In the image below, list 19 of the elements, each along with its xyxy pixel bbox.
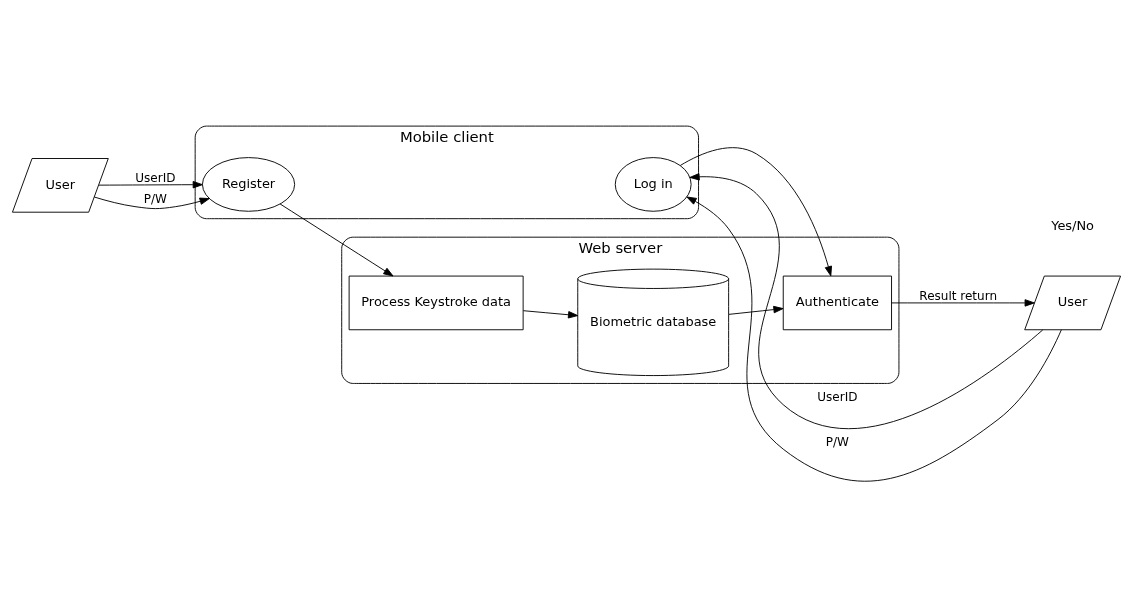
edge-label: P/W (825, 434, 849, 449)
arrow (279, 203, 394, 276)
label: Yes/No (1051, 217, 1095, 232)
edge-label: P/W (143, 191, 167, 206)
node-box: Process Keystroke data (348, 275, 524, 330)
arrow (522, 309, 579, 318)
arrow (686, 196, 1062, 481)
node-box: Authenticate (782, 275, 892, 330)
arrow (689, 172, 1044, 429)
arrow (891, 298, 1035, 307)
arrow (98, 180, 203, 188)
node-ellipse: Register (202, 156, 296, 212)
arrow (728, 305, 784, 315)
edge-label: Result return (919, 288, 998, 303)
edge-label: UserID (817, 389, 858, 404)
edge-label: UserID (135, 170, 176, 185)
node-ellipse: Log in (614, 156, 692, 212)
arrow (93, 196, 210, 209)
arrow (679, 146, 832, 276)
